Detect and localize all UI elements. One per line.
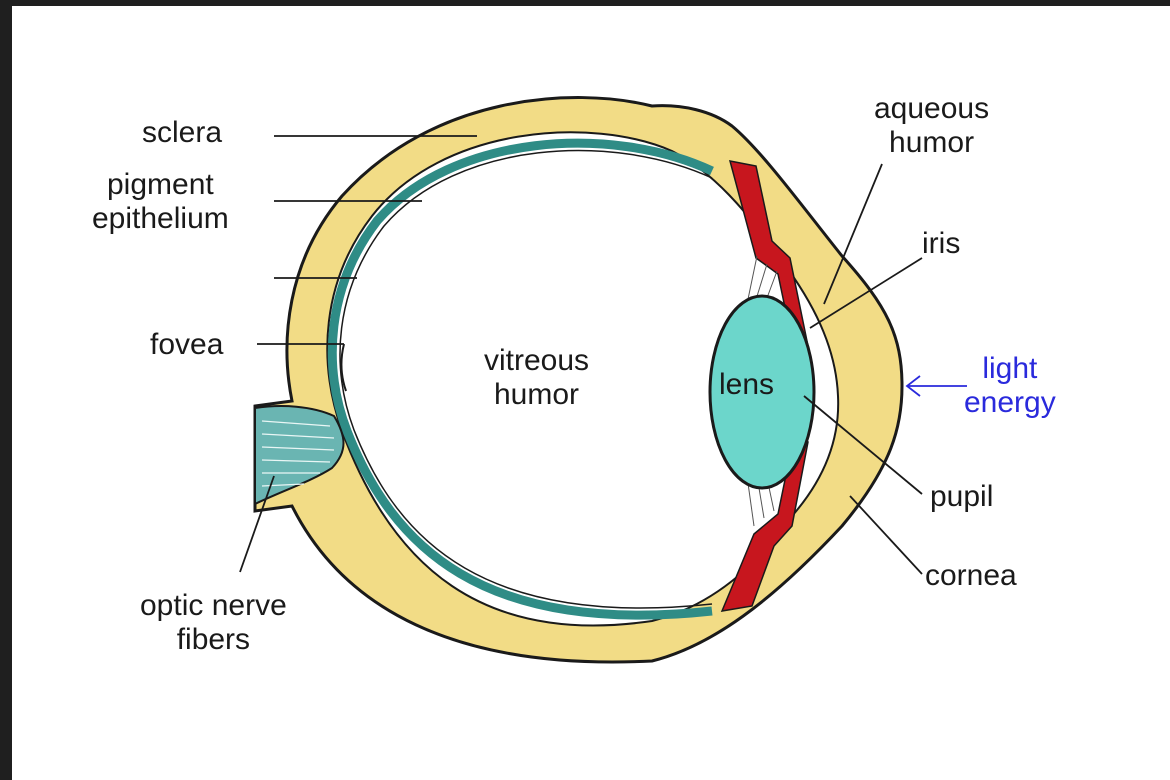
label-optic-line2: fibers: [140, 623, 287, 657]
label-vitreous-humor: vitreous humor: [484, 344, 589, 412]
label-light-energy: light energy: [964, 352, 1056, 420]
label-aqueous-humor: aqueous humor: [874, 92, 989, 160]
label-optic-line1: optic nerve: [140, 589, 287, 623]
label-light-line1: light: [964, 352, 1056, 386]
eye-diagram: sclera pigment epithelium fovea optic ne…: [12, 6, 1170, 780]
label-pupil: pupil: [930, 480, 993, 514]
label-light-line2: energy: [964, 386, 1056, 420]
light-arrow: [907, 376, 967, 396]
label-pigment-epithelium: pigment epithelium: [92, 168, 229, 236]
label-iris: iris: [922, 227, 960, 261]
cornea-leader-line: [850, 496, 922, 574]
label-aqueous-line2: humor: [874, 126, 989, 160]
label-sclera: sclera: [142, 116, 222, 150]
label-fovea: fovea: [150, 328, 223, 362]
label-vitreous-line1: vitreous: [484, 344, 589, 378]
label-optic-nerve-fibers: optic nerve fibers: [140, 589, 287, 657]
label-pigment-line2: epithelium: [92, 202, 229, 236]
label-aqueous-line1: aqueous: [874, 92, 989, 126]
label-cornea: cornea: [925, 559, 1017, 593]
label-pigment-line1: pigment: [92, 168, 229, 202]
label-lens: lens: [719, 368, 774, 402]
label-vitreous-line2: humor: [484, 378, 589, 412]
